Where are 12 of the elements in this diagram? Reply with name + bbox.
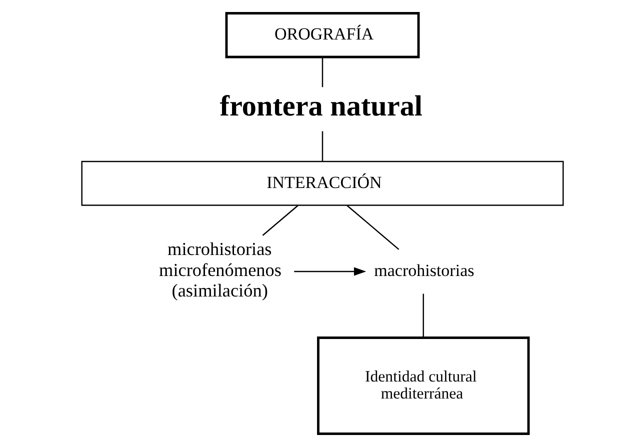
connector [321, 131, 323, 162]
node-box: INTERACCIÓN [80, 160, 564, 206]
node-text: frontera natural [219, 90, 422, 123]
node-text: macrohistorias [374, 261, 474, 280]
node-box: OROGRAFÍA [224, 12, 420, 58]
node-text: microhistorias microfenómenos (asimilación) [158, 239, 281, 300]
connector [346, 204, 399, 250]
arrow [294, 267, 366, 276]
connector [262, 204, 298, 236]
node-box: Identidad cultural mediterránea [316, 336, 530, 435]
connector [422, 294, 424, 338]
connector [321, 57, 323, 88]
